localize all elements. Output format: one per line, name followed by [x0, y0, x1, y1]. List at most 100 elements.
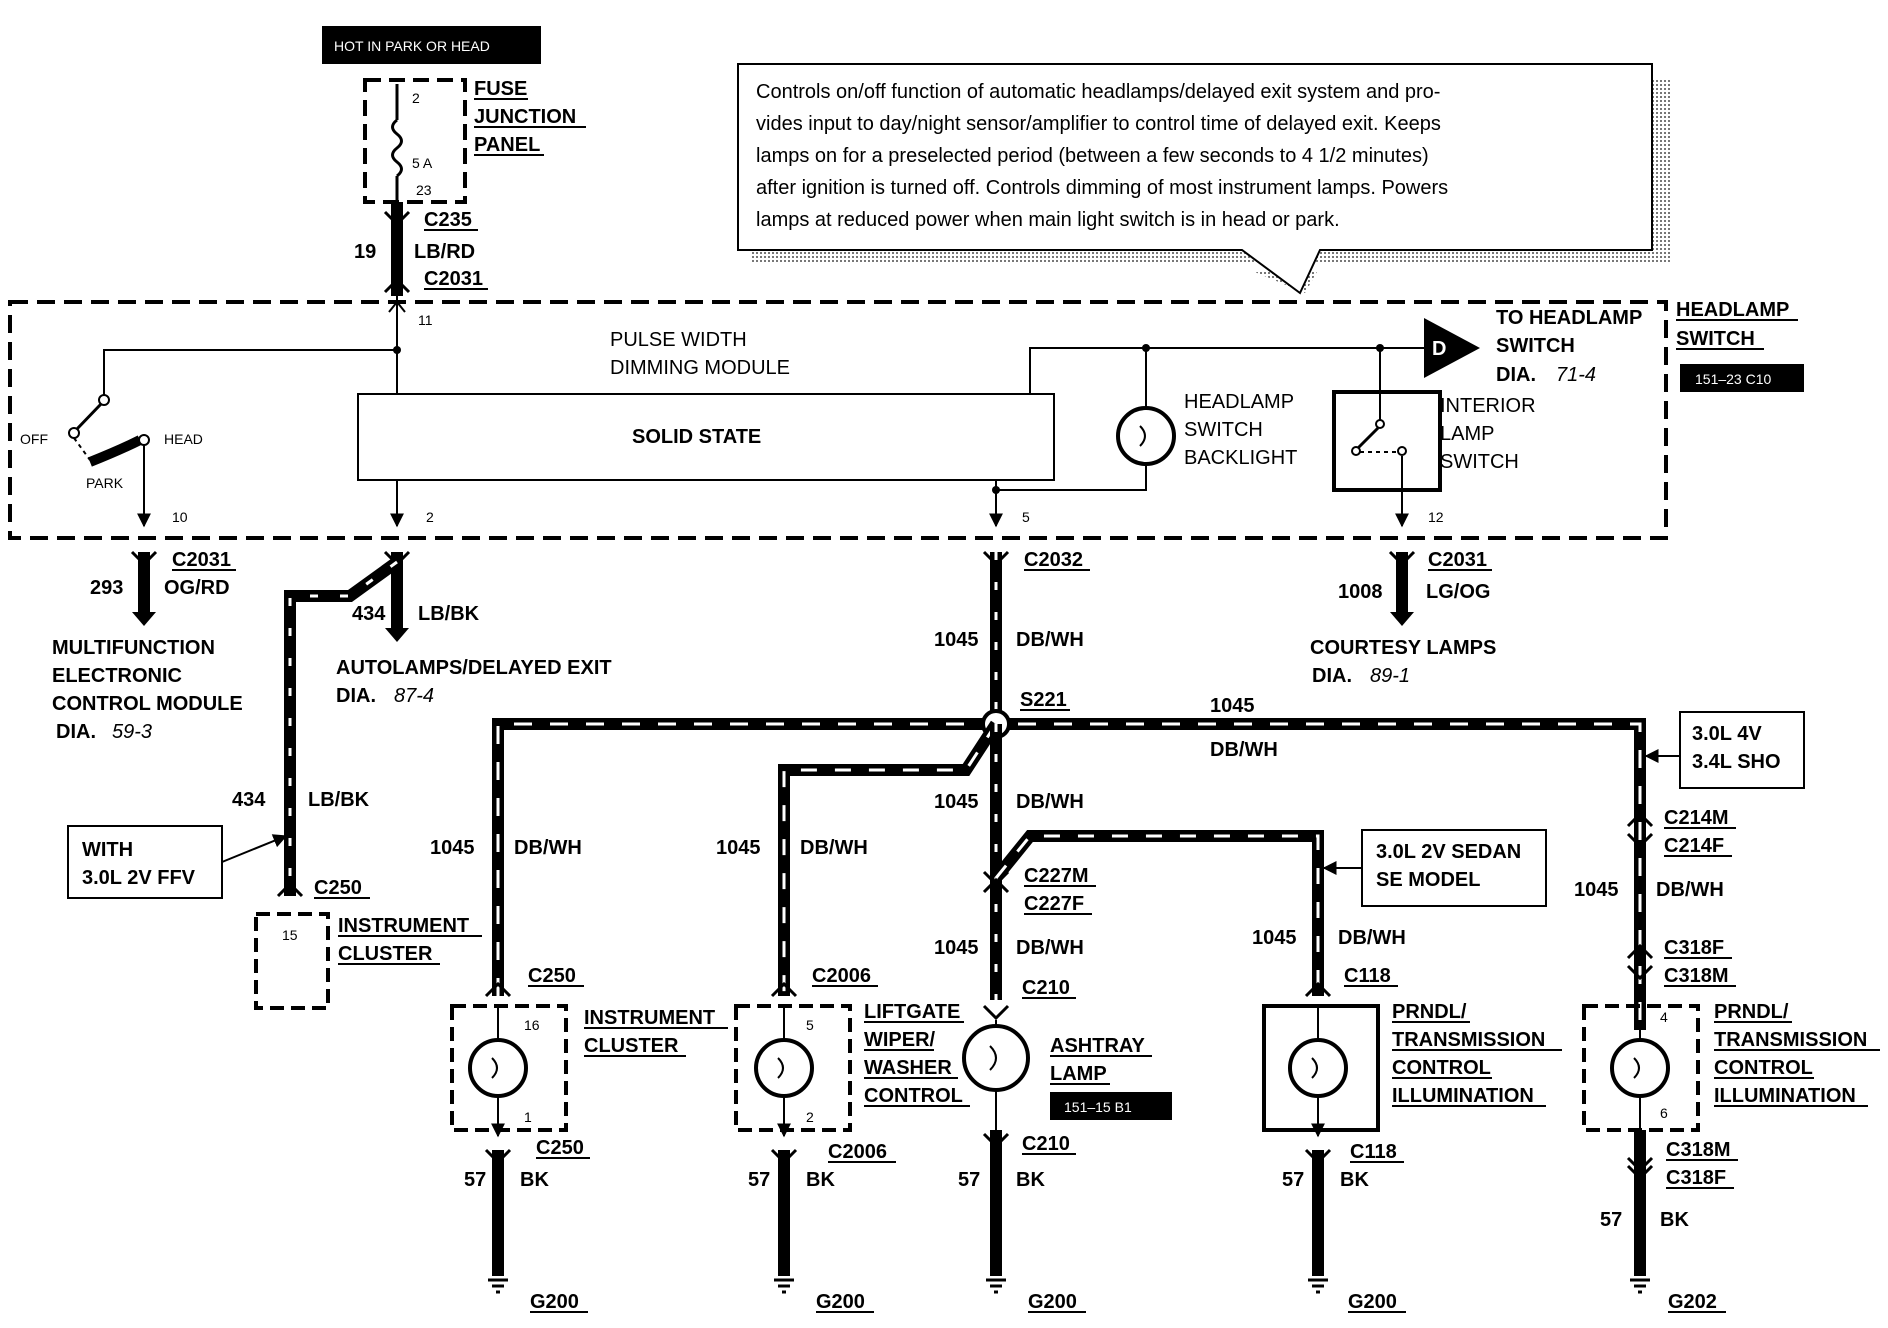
fuse-junction-panel-box: [363, 78, 467, 204]
headlamp-switch-box: [8, 300, 1668, 540]
backlight-label: HEADLAMP SWITCH BACKLIGHT: [1184, 391, 1297, 469]
svg-text:SWITCH: SWITCH: [1184, 419, 1263, 441]
courtesy-label: COURTESY LAMPS DIA. 89-1: [1310, 637, 1496, 687]
sedan-branch-wire: [991, 830, 1324, 996]
pin-10: 10: [172, 509, 188, 525]
svg-text:ASHTRAY: ASHTRAY: [1050, 1035, 1145, 1057]
svg-text:ELECTRONIC: ELECTRONIC: [52, 665, 182, 687]
autolamps-circuit: 434: [352, 603, 386, 625]
ground-icon: [986, 1278, 1006, 1294]
svg-text:FUSE: FUSE: [474, 78, 527, 100]
svg-text:151–15 B1: 151–15 B1: [1064, 1099, 1132, 1115]
hot-label-box: [322, 26, 541, 64]
svg-text:89-1: 89-1: [1370, 665, 1410, 687]
svg-text:G200: G200: [1348, 1291, 1397, 1313]
svg-text:lamps at reduced power when ma: lamps at reduced power when main light s…: [756, 209, 1340, 231]
d-connector-icon: [1424, 318, 1480, 378]
svg-text:1045: 1045: [1574, 879, 1619, 901]
c318f-top: C318F: [1664, 937, 1724, 959]
svg-text:WIPER/: WIPER/: [864, 1029, 936, 1051]
d-symbol: D: [1432, 338, 1446, 360]
lamp-liftgate-wiper: C2006 5 2 LIFTGATE WIPER/ WASHER CONTROL…: [734, 965, 970, 1313]
bus-color: DB/WH: [1210, 739, 1278, 761]
trunk-color: DB/WH: [1016, 629, 1084, 651]
courtesy-color: LG/OG: [1426, 581, 1490, 603]
svg-text:2: 2: [806, 1109, 814, 1125]
feed-circuit: 19: [354, 241, 376, 263]
mecm-label: MULTIFUNCTION ELECTRONIC CONTROL MODULE …: [52, 637, 243, 743]
svg-text:DB/WH: DB/WH: [1338, 927, 1406, 949]
svg-text:151–23 C10: 151–23 C10: [1695, 371, 1772, 387]
svg-text:Controls on/off function of au: Controls on/off function of automatic he…: [756, 81, 1440, 103]
pin-2: 2: [426, 509, 434, 525]
svg-text:C210: C210: [1022, 977, 1070, 999]
svg-text:HEADLAMP: HEADLAMP: [1184, 391, 1294, 413]
c227m: C227M: [1024, 865, 1088, 887]
mecm-circuit: 293: [90, 577, 123, 599]
svg-text:BK: BK: [520, 1169, 549, 1191]
interior-lamp-switch-box: [1332, 390, 1442, 492]
svg-text:3.0L 4V: 3.0L 4V: [1692, 723, 1762, 745]
svg-text:1: 1: [524, 1109, 532, 1125]
svg-text:BK: BK: [1340, 1169, 1369, 1191]
lamp-prndl-c118: C118 PRNDL/ TRANSMISSION CONTROL ILLUMIN…: [1262, 965, 1562, 1313]
sho-note: 3.0L 4V 3.4L SHO: [1692, 723, 1781, 773]
svg-text:SWITCH: SWITCH: [1676, 328, 1755, 350]
switch-park: PARK: [86, 475, 124, 491]
switch-head: HEAD: [164, 431, 203, 447]
svg-text:G200: G200: [1028, 1291, 1077, 1313]
splice-label: S221: [1020, 689, 1067, 711]
svg-text:16: 16: [524, 1017, 540, 1033]
svg-text:DB/WH: DB/WH: [1016, 791, 1084, 813]
svg-text:DB/WH: DB/WH: [1656, 879, 1724, 901]
svg-text:CONTROL MODULE: CONTROL MODULE: [52, 693, 243, 715]
svg-text:DIA.: DIA.: [56, 721, 96, 743]
svg-text:G200: G200: [816, 1291, 865, 1313]
autolamps-color: LB/BK: [418, 603, 480, 625]
svg-text:BK: BK: [1016, 1169, 1045, 1191]
courtesy-connector: C2031: [1428, 549, 1487, 571]
svg-text:57: 57: [1282, 1169, 1304, 1191]
courtesy-circuit: 1008: [1338, 581, 1383, 603]
svg-text:BACKLIGHT: BACKLIGHT: [1184, 447, 1297, 469]
callout-box: [737, 63, 1653, 295]
ffv-note: WITH 3.0L 2V FFV: [82, 839, 196, 889]
sedan-note-box: [1361, 829, 1547, 907]
pin-11: 11: [418, 312, 433, 328]
svg-text:PRNDL/: PRNDL/: [1714, 1001, 1789, 1023]
svg-text:3.4L SHO: 3.4L SHO: [1692, 751, 1781, 773]
svg-text:87-4: 87-4: [394, 685, 434, 707]
svg-text:1045: 1045: [716, 837, 761, 859]
svg-text:COURTESY LAMPS: COURTESY LAMPS: [1310, 637, 1496, 659]
autolamps-label: AUTOLAMPS/DELAYED EXIT DIA. 87-4: [336, 657, 612, 707]
svg-text:3.0L 2V SEDAN: 3.0L 2V SEDAN: [1376, 841, 1521, 863]
off-park-head-switch-icon: [68, 394, 151, 528]
ground-icon: [1308, 1278, 1328, 1294]
svg-text:71-4: 71-4: [1556, 364, 1596, 386]
mecm-color: OG/RD: [164, 577, 230, 599]
c227f: C227F: [1024, 893, 1084, 915]
svg-text:vides input to day/night senso: vides input to day/night sensor/amplifie…: [756, 113, 1441, 135]
ground-icon: [488, 1278, 508, 1294]
ground-icon: [774, 1278, 794, 1294]
c214f: C214F: [1664, 835, 1724, 857]
svg-text:SWITCH: SWITCH: [1440, 451, 1519, 473]
trunk-circuit: 1045: [934, 629, 979, 651]
svg-text:DIA.: DIA.: [336, 685, 376, 707]
c2032-label: C2032: [1024, 549, 1083, 571]
c2031-top-label: C2031: [424, 268, 483, 290]
module-label: PULSE WIDTH DIMMING MODULE: [610, 329, 790, 379]
svg-text:C2006: C2006: [828, 1141, 887, 1163]
lamp-ashtray: C210 ASHTRAY LAMP 151–15 B1 C210 57 BK G…: [958, 977, 1172, 1313]
svg-text:HEADLAMP: HEADLAMP: [1676, 299, 1789, 321]
svg-text:5: 5: [806, 1017, 814, 1033]
sho-note-box: [1679, 711, 1805, 789]
ffv-wire: [284, 557, 401, 896]
lamp-instrument-cluster: C250 16 1 INSTRUMENT CLUSTER C250 57 BK …: [450, 965, 728, 1313]
sedan-note: 3.0L 2V SEDAN SE MODEL: [1376, 841, 1521, 891]
svg-text:TRANSMISSION: TRANSMISSION: [1392, 1029, 1545, 1051]
svg-text:57: 57: [1600, 1209, 1622, 1231]
c214m: C214M: [1664, 807, 1728, 829]
ffv-cluster-label: INSTRUMENT CLUSTER: [338, 915, 482, 965]
pin-5: 5: [1022, 509, 1030, 525]
